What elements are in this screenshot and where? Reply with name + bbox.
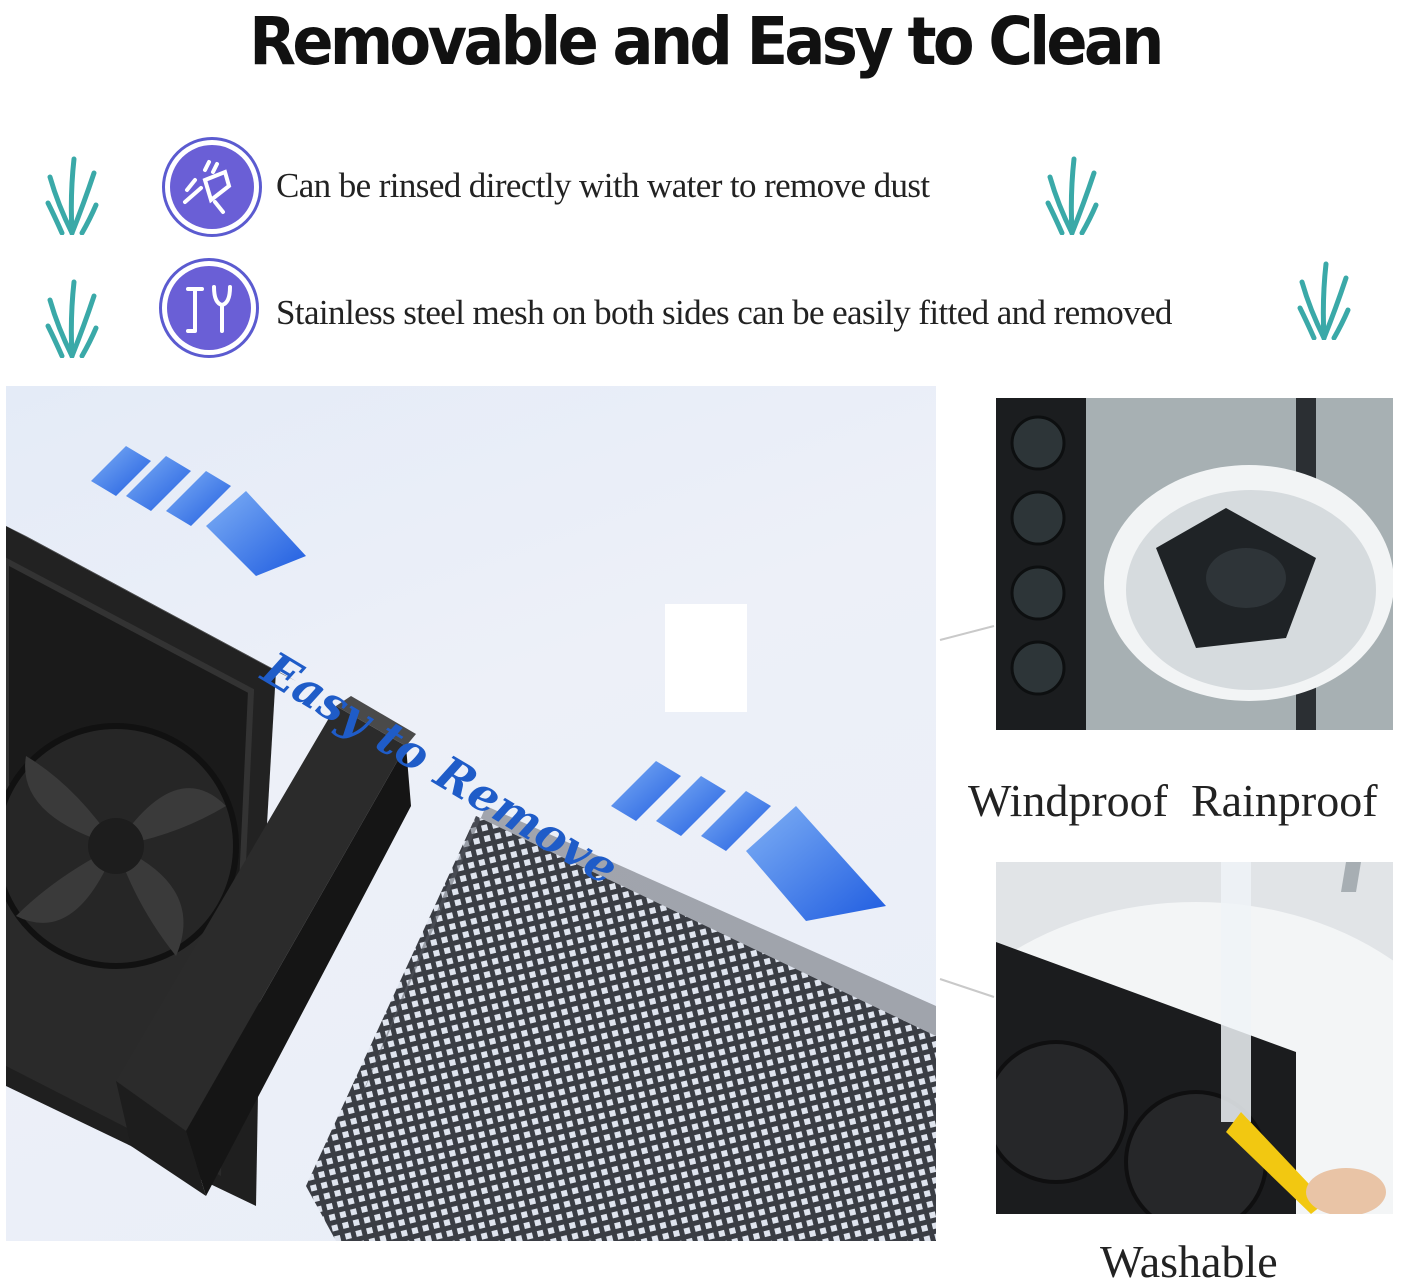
windproof-caption: Windproof Rainproof bbox=[968, 775, 1378, 826]
page-title: Removable and Easy to Clean bbox=[249, 3, 1164, 80]
pointer-line bbox=[939, 625, 995, 641]
pointer-line bbox=[939, 978, 995, 998]
grass-icon bbox=[45, 279, 99, 358]
rinse-water-icon bbox=[162, 137, 262, 237]
main-product-image: Easy to Remove bbox=[6, 386, 936, 1241]
feature-text-rinse: Can be rinsed directly with water to rem… bbox=[276, 166, 930, 205]
washable-photo bbox=[996, 862, 1393, 1214]
grass-icon bbox=[1045, 156, 1099, 235]
wrench-tool-icon bbox=[159, 258, 259, 358]
fan-filter-illustration bbox=[6, 446, 936, 1241]
grass-icon bbox=[1297, 261, 1351, 340]
windproof-photo bbox=[996, 398, 1393, 730]
feature-text-mesh: Stainless steel mesh on both sides can b… bbox=[276, 293, 1172, 332]
grass-icon bbox=[45, 156, 99, 235]
washable-caption: Washable bbox=[1100, 1236, 1278, 1287]
